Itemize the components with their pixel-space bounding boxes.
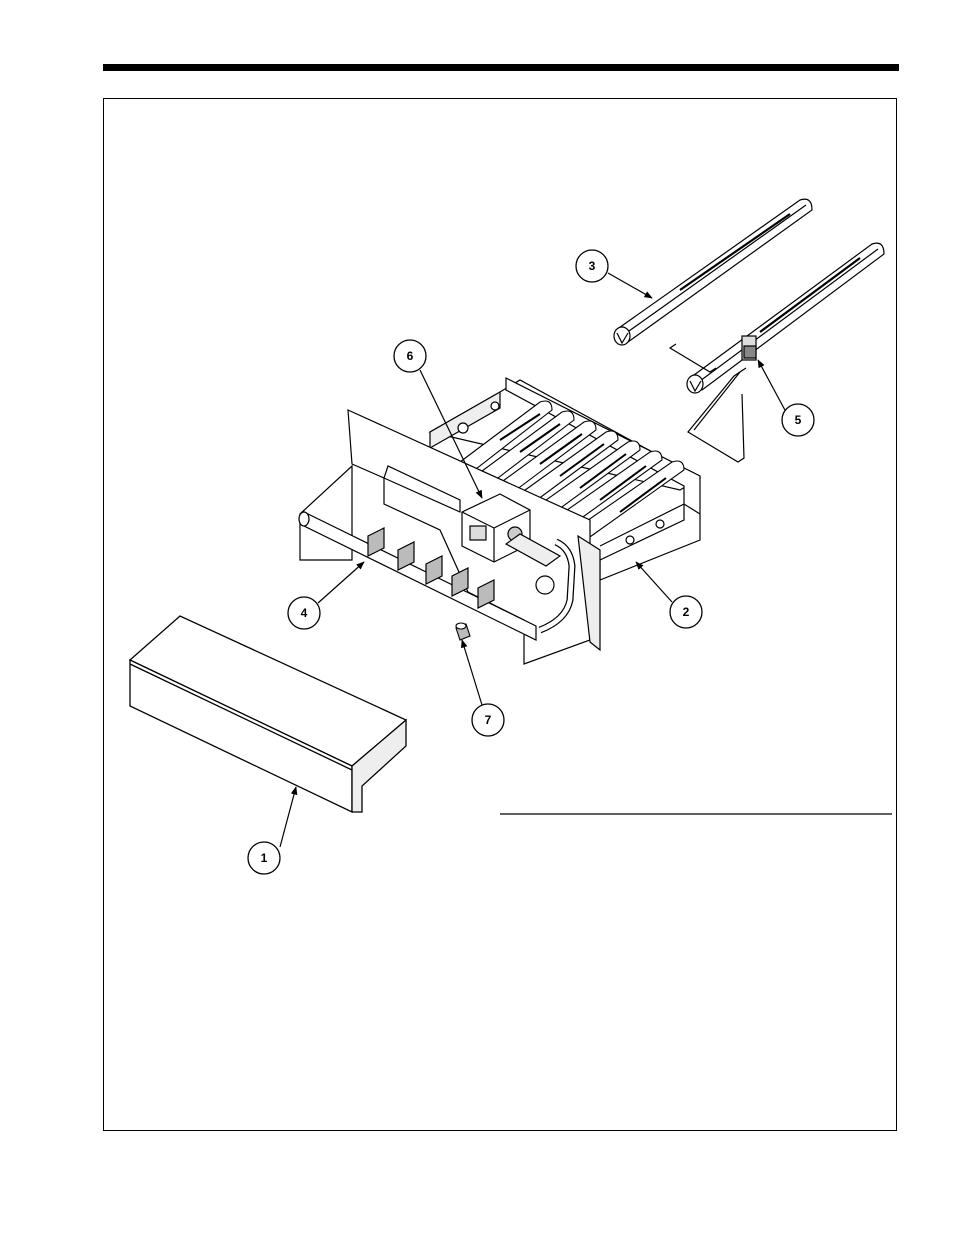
burner-cover xyxy=(130,616,406,812)
callout-label-5: 5 xyxy=(795,413,802,427)
leader-line-4 xyxy=(318,562,364,603)
callout-4: 4 xyxy=(288,597,320,629)
callout-label-6: 6 xyxy=(407,349,414,363)
callout-5: 5 xyxy=(782,404,814,436)
callout-label-7: 7 xyxy=(485,713,492,727)
leader-line-5 xyxy=(758,360,786,412)
orifice-fitting xyxy=(456,623,470,640)
leader-line-2 xyxy=(636,562,672,602)
callout-2: 2 xyxy=(670,596,702,628)
leader-line-1 xyxy=(280,787,296,847)
callout-label-1: 1 xyxy=(261,851,268,865)
callout-7: 7 xyxy=(472,704,504,736)
callout-3: 3 xyxy=(576,250,608,282)
callout-1: 1 xyxy=(248,842,280,874)
leader-line-3 xyxy=(608,273,652,298)
leader-line-7 xyxy=(462,640,482,705)
callout-label-2: 2 xyxy=(683,605,690,619)
callout-6: 6 xyxy=(394,340,426,372)
callout-label-3: 3 xyxy=(589,259,596,273)
callout-label-4: 4 xyxy=(301,606,308,620)
